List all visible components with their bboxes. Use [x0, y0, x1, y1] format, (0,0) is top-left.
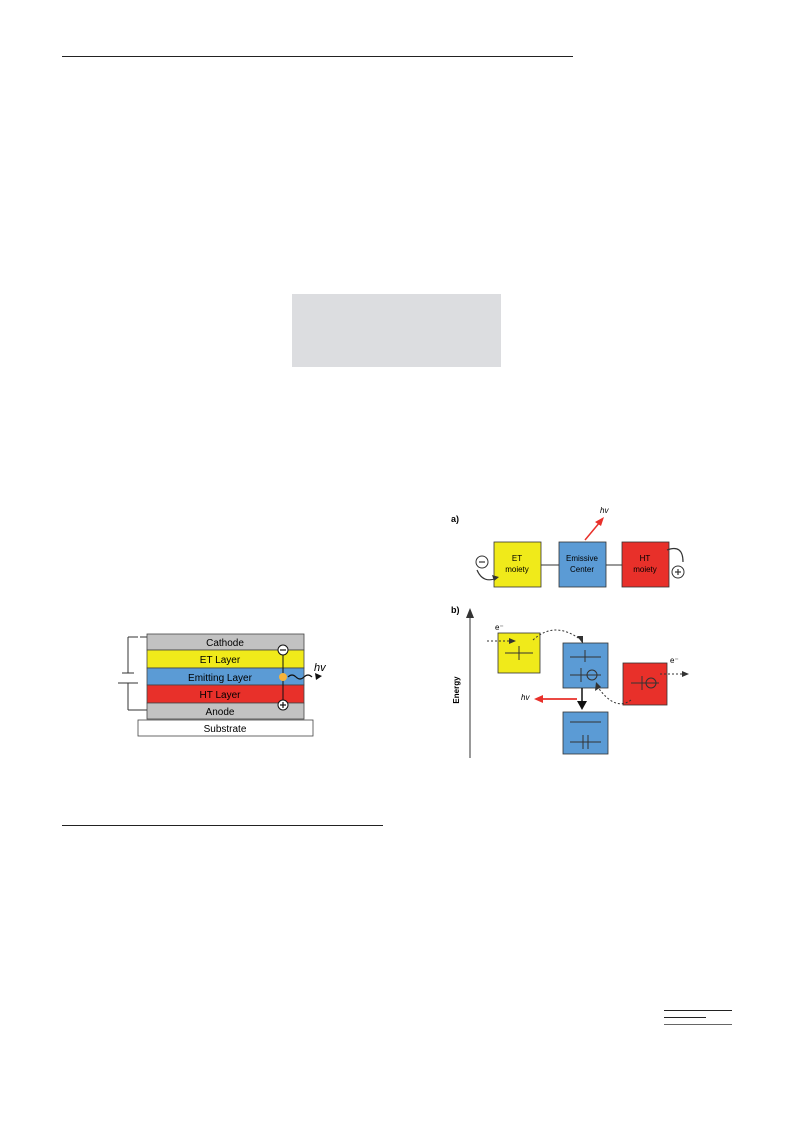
substrate-layer	[137, 719, 314, 737]
gray-placeholder-block	[292, 294, 501, 367]
anode-layer	[146, 702, 305, 720]
ht-moiety-box	[621, 541, 670, 588]
ht-moiety-line1: HT	[640, 554, 651, 563]
emissive-center-line1: Emissive	[566, 554, 599, 563]
electron-out-label: e⁻	[670, 656, 679, 665]
footnote-rule-3	[664, 1024, 732, 1025]
panel-b-hv-label: hv	[521, 693, 530, 702]
ht-layer-label: HT Layer	[200, 690, 242, 701]
et-moiety-line2: moiety	[505, 565, 529, 574]
emissive-center-box	[558, 541, 607, 588]
ht-level-box	[622, 662, 668, 706]
footnote-rule-1	[664, 1010, 732, 1011]
charge-markers	[277, 644, 322, 711]
et-moiety-box	[493, 541, 542, 588]
oled-stack-figure: Cathode ET Layer Emitting Layer HT Layer…	[118, 633, 327, 737]
panel-b-label: b)	[451, 605, 460, 615]
panel-a-label: a)	[451, 514, 459, 524]
panel-a-hv-label: hv	[600, 506, 609, 515]
emissive-excited-box	[562, 642, 609, 689]
footnote-rule-2	[664, 1017, 706, 1018]
et-layer-label: ET Layer	[200, 655, 241, 666]
energy-axis-label: Energy	[452, 676, 461, 704]
top-rule	[62, 56, 573, 57]
circuit-lines	[118, 636, 147, 711]
wavy-emission-icon	[287, 674, 313, 680]
emissive-center-line2: Center	[570, 565, 594, 574]
emitting-layer-label: Emitting Layer	[188, 673, 253, 684]
substrate-label: Substrate	[204, 724, 247, 735]
anode-label: Anode	[206, 707, 235, 718]
emissive-ground-box	[562, 711, 609, 755]
electron-in-label: e⁻	[495, 623, 504, 632]
emitter-scheme-figure: a) ET moiety Emissive Center HT moiety h…	[451, 506, 689, 758]
et-moiety-line1: ET	[512, 554, 522, 563]
section-rule	[62, 825, 383, 826]
emission-arrow-icon	[584, 521, 601, 541]
hv-label: hv	[314, 662, 327, 674]
cathode-label: Cathode	[206, 638, 244, 649]
recombination-dot-icon	[279, 673, 287, 681]
ht-moiety-line2: moiety	[633, 565, 657, 574]
